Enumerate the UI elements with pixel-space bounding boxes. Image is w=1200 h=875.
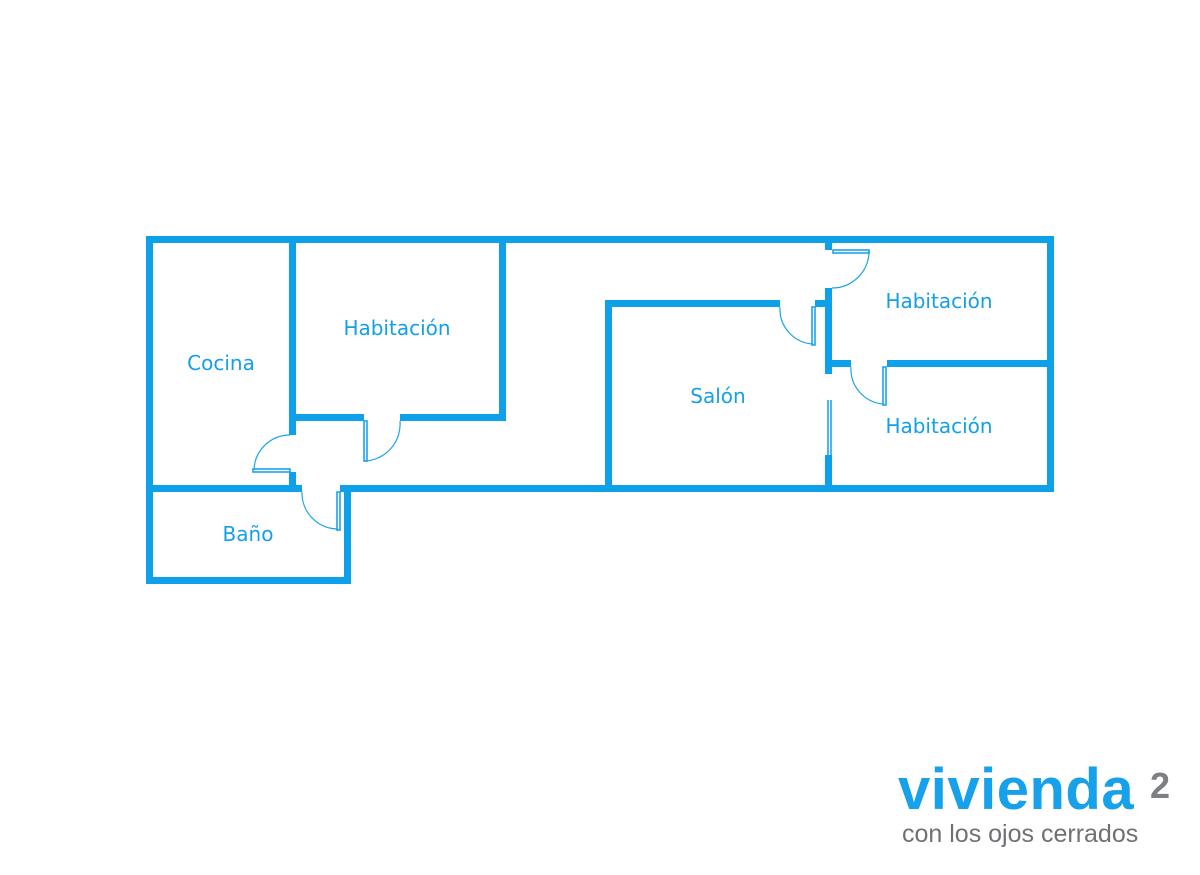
door-bedroom1: [363, 420, 401, 462]
door-leaf: [832, 249, 870, 254]
door-swing-arc: [831, 250, 870, 289]
brand-tagline: con los ojos cerrados: [902, 820, 1139, 848]
wall-kitchen-bedroom-lower: [289, 472, 296, 492]
doors: [252, 249, 887, 531]
door-partition-sliding: [827, 400, 832, 455]
room-label-bedroom-2: Habitación: [885, 289, 992, 313]
wall-salon-top-stub: [815, 300, 832, 307]
wall-left: [146, 236, 153, 584]
door-leaf: [363, 420, 368, 462]
walls: [146, 236, 1054, 584]
wall-bedroom2-3-divider: [887, 360, 1054, 367]
door-bedroom3: [850, 366, 887, 406]
door-swing-arc: [779, 306, 814, 345]
wall-bottom-bath: [146, 577, 351, 584]
room-label-living-room: Salón: [690, 384, 745, 408]
door-bedroom2-top: [831, 249, 870, 289]
door-leaf: [882, 366, 887, 406]
room-label-kitchen: Cocina: [187, 351, 255, 375]
wall-salon-top: [605, 300, 780, 307]
wall-bedroom1-bottom-right: [400, 414, 506, 421]
room-label-bedroom-1: Habitación: [343, 316, 450, 340]
door-leaf: [252, 468, 291, 473]
door-swing-arc: [850, 366, 885, 405]
wall-kitchen-bedroom-upper: [289, 236, 296, 435]
door-swing-arc: [364, 420, 401, 462]
door-leaf: [336, 491, 341, 531]
door-swing-arc: [253, 434, 291, 471]
wall-bedroom2-3-stub: [825, 360, 851, 367]
room-labels: Cocina Habitación Salón Habitación Habit…: [187, 289, 992, 546]
room-label-bathroom: Baño: [223, 522, 274, 546]
wall-partition-top: [825, 236, 832, 250]
wall-bottom-main: [340, 485, 1054, 492]
wall-kitchen-bath: [146, 485, 302, 492]
wall-bedroom1-bottom-left: [289, 414, 364, 421]
brand-name: vivienda: [898, 757, 1135, 822]
door-salon: [779, 306, 816, 346]
wall-bath-right: [344, 485, 351, 584]
wall-top: [146, 236, 1054, 243]
door-kitchen: [252, 434, 291, 473]
room-label-bedroom-3: Habitación: [885, 414, 992, 438]
brand-logo: vivienda 2 con los ojos cerrados: [898, 758, 1188, 858]
wall-bedroom1-right: [499, 236, 506, 421]
door-leaf: [811, 306, 816, 346]
door-swing-arc: [301, 491, 339, 530]
wall-partition-lower: [825, 455, 832, 492]
brand-superscript: 2: [1150, 765, 1171, 806]
wall-partition-mid-upper: [825, 288, 832, 374]
wall-salon-left: [605, 300, 612, 492]
door-bathroom: [301, 491, 341, 531]
